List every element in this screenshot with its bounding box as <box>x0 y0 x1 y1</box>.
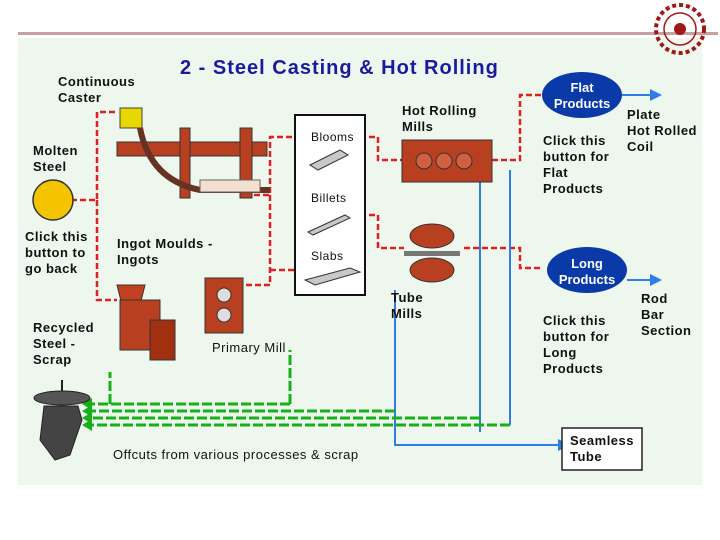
slide-top-bar <box>18 32 718 35</box>
scrap-magnet-icon <box>33 380 91 461</box>
slabs-label: Slabs <box>311 249 344 263</box>
page-title: 2 - Steel Casting & Hot Rolling <box>180 57 499 79</box>
bloom-shape <box>308 149 350 171</box>
blue-flow-lines <box>394 94 650 446</box>
billets-label: Billets <box>311 191 347 205</box>
university-logo <box>654 3 706 55</box>
long-products-button[interactable] <box>547 247 627 293</box>
offcuts-label: Offcuts from various processes & scrap <box>113 447 359 462</box>
product-forms-box <box>294 114 366 296</box>
primary-mill-icon <box>204 277 244 334</box>
seamless-tube-box <box>561 427 643 471</box>
flat-products-button[interactable] <box>542 72 622 118</box>
green-arrowheads <box>82 398 92 431</box>
billet-shape <box>306 214 352 236</box>
green-scrap-lines <box>92 350 510 427</box>
molten-steel-back-button[interactable] <box>32 179 74 221</box>
ingot-moulds-icon <box>116 284 176 361</box>
continuous-caster-icon <box>116 107 270 199</box>
slab-shape <box>303 267 362 286</box>
ingot-moulds-label: Ingot Moulds -Ingots <box>117 236 213 267</box>
red-flow-lines <box>53 93 542 302</box>
blooms-label: Blooms <box>311 130 355 144</box>
tube-mill-icon <box>404 223 460 283</box>
primary-mill-label: Primary Mill <box>212 340 286 355</box>
hot-rolling-mill-icon <box>401 139 493 183</box>
